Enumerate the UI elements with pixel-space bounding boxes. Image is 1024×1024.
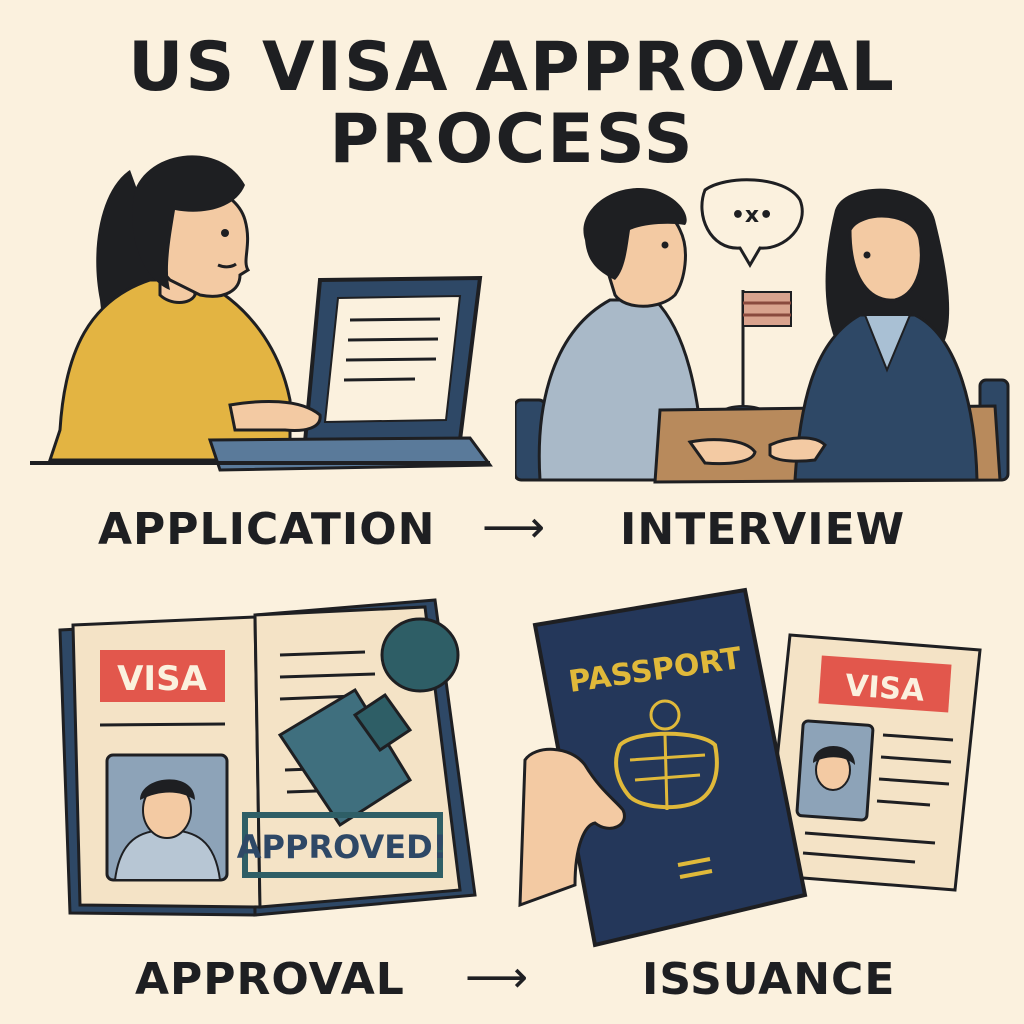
visa-badge-right: VISA	[844, 668, 926, 708]
interview-illustration: •x•	[515, 178, 1010, 484]
application-illustration	[30, 155, 493, 472]
step-interview-label: INTERVIEW	[620, 504, 906, 555]
speech-bubble-text: •x•	[731, 203, 773, 228]
issuance-illustration: VISA PASSPORT	[518, 587, 982, 948]
page-title-line-2: PROCESS	[329, 100, 695, 179]
arrow-right-icon: ⟶	[482, 502, 546, 553]
approval-illustration: VISA APPROVED!	[58, 598, 477, 917]
approved-stamp-text: APPROVED!	[237, 828, 447, 866]
arrow-right-icon-2: ⟶	[465, 952, 529, 1003]
step-approval-label: APPROVAL	[135, 954, 405, 1005]
step-issuance-label: ISSUANCE	[642, 954, 896, 1005]
visa-badge-left: VISA	[117, 659, 207, 699]
step-application-label: APPLICATION	[98, 504, 436, 555]
page-title: US VISA APPROVAL	[128, 28, 896, 107]
